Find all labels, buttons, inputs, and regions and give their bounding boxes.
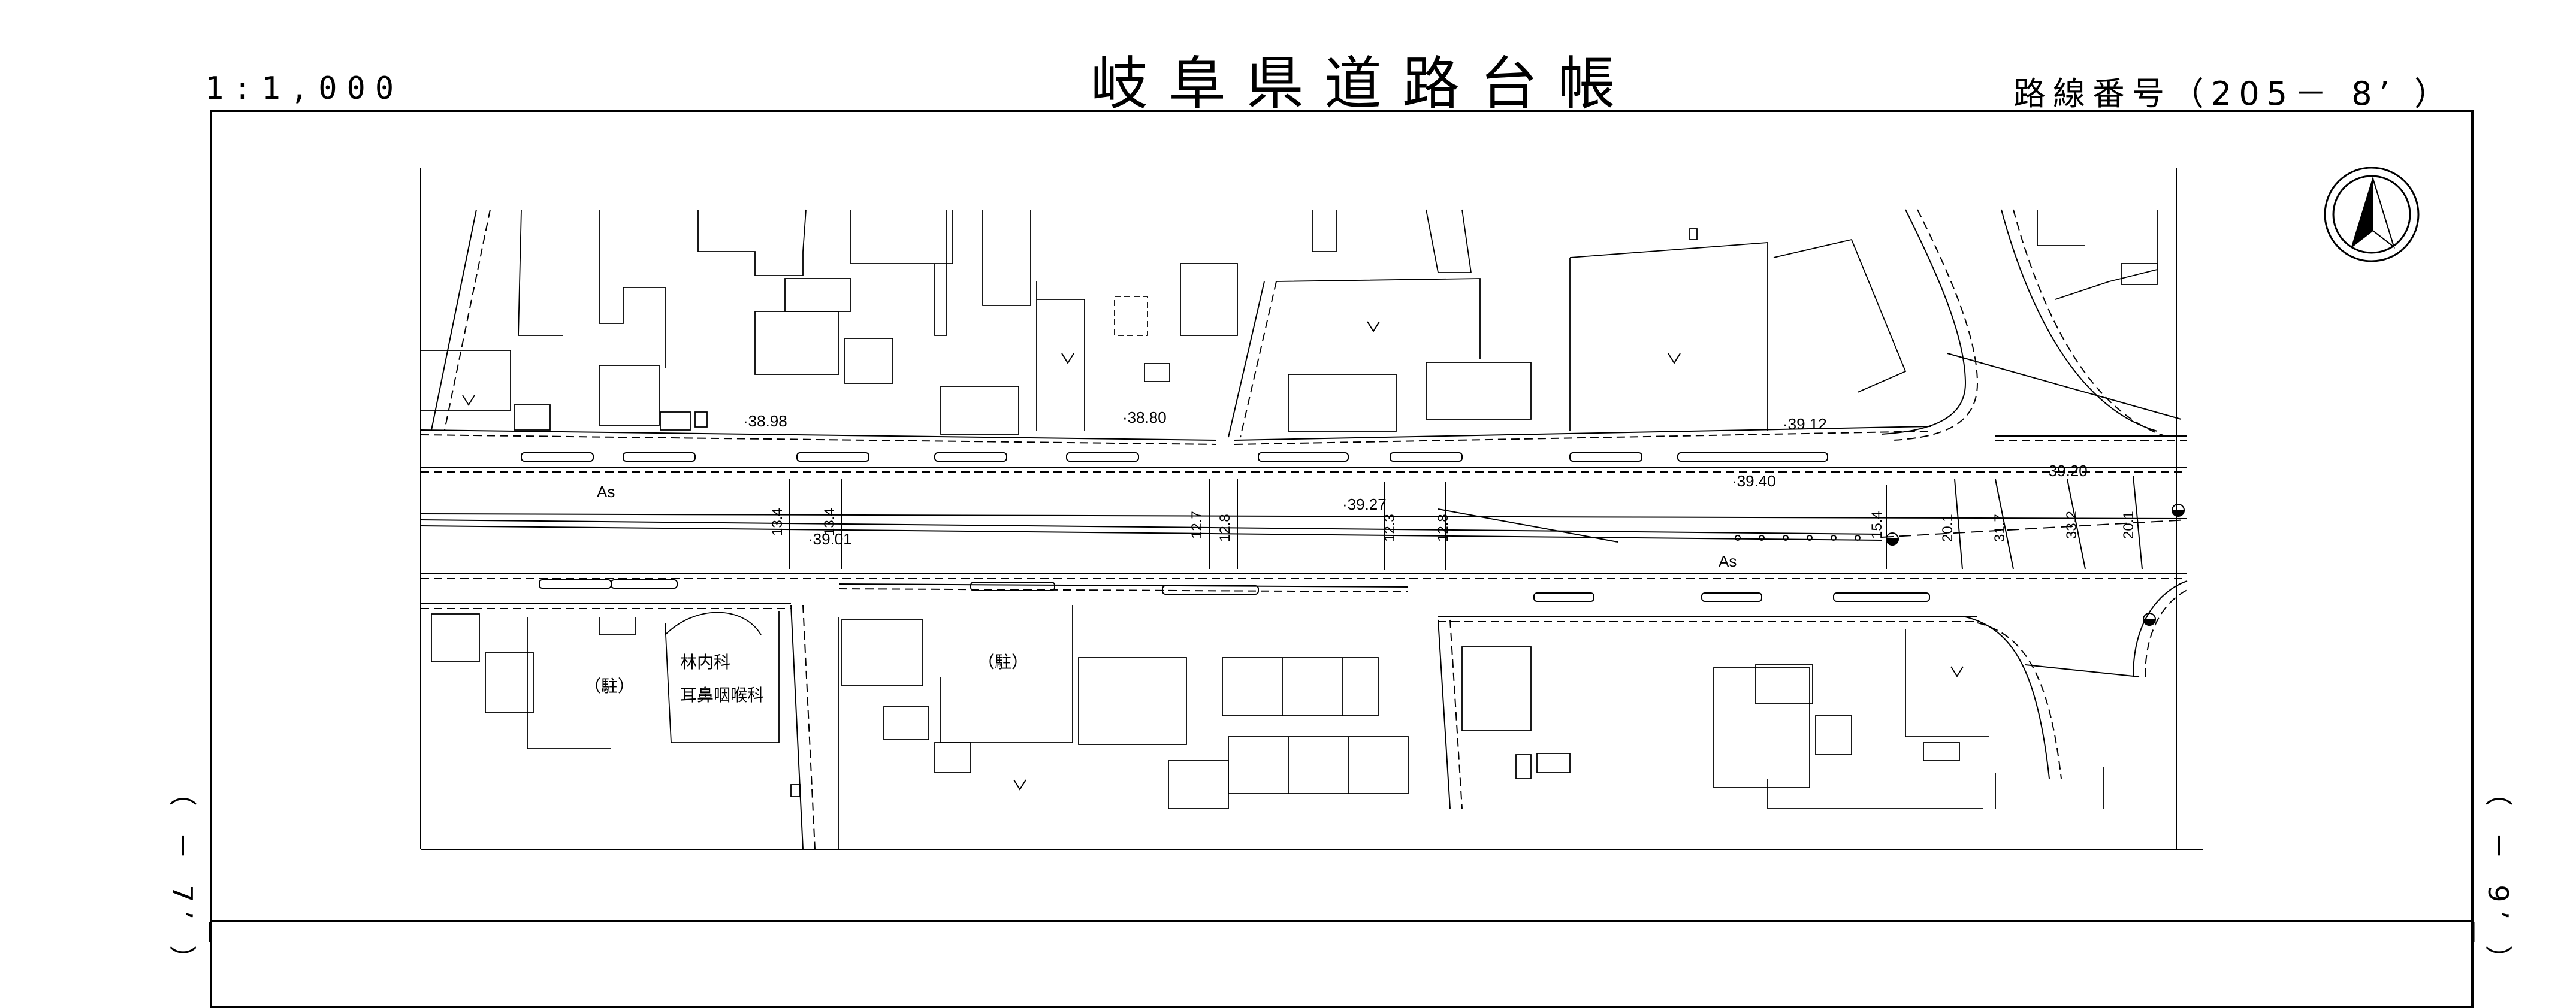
- width-label: 31.7: [1992, 514, 2008, 542]
- survey-markers: [1885, 504, 2185, 626]
- elevation-label: ·38.98: [743, 412, 787, 430]
- elevation-label: ·39.20: [2043, 462, 2088, 480]
- parking-label: （駐）: [584, 676, 635, 696]
- width-label: 13.4: [769, 508, 786, 536]
- map-boundary: [420, 168, 2203, 850]
- width-label: 20.1: [1940, 514, 1956, 542]
- building-label: 林内科: [680, 652, 730, 672]
- width-label: 12.8: [1435, 514, 1451, 542]
- elevation-label: ·38.80: [1122, 408, 1167, 426]
- main-road: [420, 426, 2188, 622]
- buildings-south: [420, 605, 2104, 849]
- elevation-label: ·39.01: [808, 530, 852, 548]
- elevation-label: ·39.27: [1342, 495, 1387, 513]
- elevation-label: ·39.40: [1732, 472, 1776, 490]
- cross-streets: [431, 209, 2188, 850]
- width-label: 20.1: [2121, 511, 2137, 539]
- north-arrow-icon: [2324, 167, 2420, 262]
- width-label: 12.3: [1382, 514, 1398, 542]
- buildings-north: [420, 209, 2158, 435]
- surface-label: As: [1719, 552, 1737, 570]
- parking-label: （駐）: [978, 652, 1028, 672]
- page-title: 岐阜県道路台帳: [1091, 50, 1636, 117]
- width-dimension-lines: [789, 476, 2143, 570]
- width-label: 12.7: [1189, 511, 1205, 539]
- width-label: 12.8: [1217, 514, 1233, 542]
- width-label: 13.4: [822, 508, 838, 536]
- road-map[interactable]: ·38.98 ·38.80 ·39.12 ·39.40 ·39.20 ·39.2…: [0, 0, 2576, 942]
- vegetation-marks: [462, 321, 1964, 791]
- width-label: 33.2: [2064, 511, 2080, 539]
- width-label: 15.4: [1869, 511, 1885, 539]
- elevation-label: ·39.12: [1783, 415, 1827, 433]
- route-number: 路線番号（205－ 8’ ）: [2013, 75, 2454, 113]
- scale-label: 1:1,000: [205, 71, 404, 107]
- surface-label: As: [597, 483, 615, 501]
- median-strips: [521, 452, 1930, 602]
- building-label: 耳鼻咽喉科: [680, 685, 764, 705]
